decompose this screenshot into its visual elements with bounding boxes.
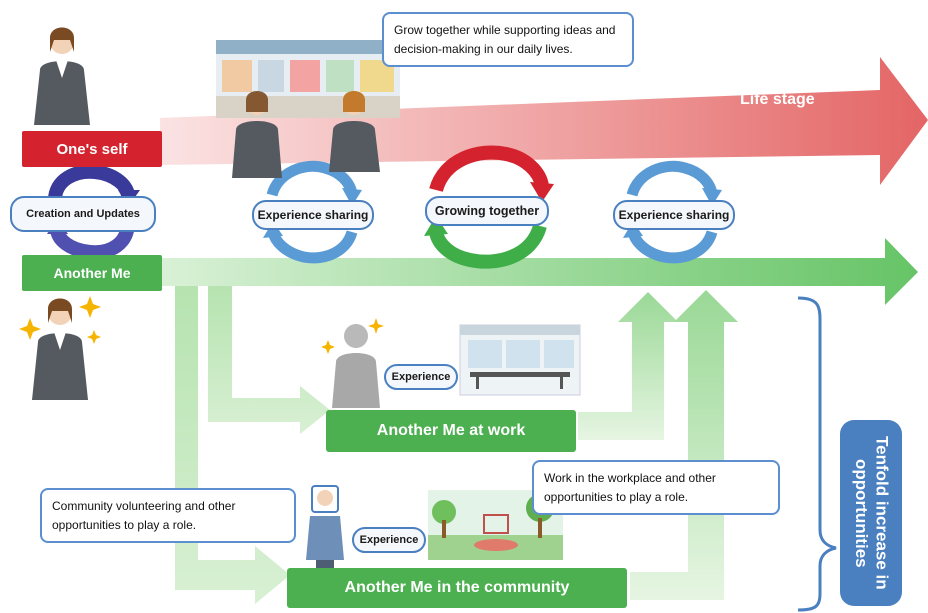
person-another-me-icon: [19, 296, 101, 400]
person-store-right-icon: [329, 91, 380, 172]
callout-work: Work in the workplace and other opportun…: [532, 460, 780, 516]
brace: [797, 296, 837, 612]
person-self-icon: [34, 27, 90, 125]
avatar-work-icon: [321, 318, 384, 408]
another-me-work-box: Another Me at work: [326, 410, 576, 452]
exp-cycle-right-bottom: [627, 230, 718, 264]
grow-cycle-top: [429, 145, 549, 193]
grow-cycle-top-head: [530, 182, 554, 202]
creation-updates-pill: Creation and Updates: [10, 196, 156, 232]
ones-self-label: One's self: [22, 131, 162, 167]
person-store-left-icon: [232, 91, 282, 178]
exp-cycle-right-top: [626, 160, 718, 197]
life-stage-label: Life stage: [740, 91, 815, 108]
creation-cycle-top: [48, 164, 135, 201]
callout-community: Community volunteering and other opportu…: [40, 488, 296, 544]
growing-together-pill: Growing together: [425, 196, 549, 226]
grow-cycle-bottom-head: [424, 216, 448, 236]
another-me-community-box: Another Me in the community: [287, 568, 627, 608]
grow-cycle-bottom: [429, 223, 547, 269]
experience-sharing-left-pill: Experience sharing: [252, 200, 374, 230]
experience-sharing-right-pill: Experience sharing: [613, 200, 735, 230]
creation-cycle-bottom: [50, 221, 135, 260]
office-picture: [459, 324, 581, 396]
store-picture: [216, 40, 400, 118]
branch-to-community: [175, 286, 290, 604]
another-me-arrow: [160, 238, 918, 305]
return-from-work: [578, 292, 678, 440]
branch-to-work: [208, 286, 330, 434]
robot-community-icon: [306, 485, 344, 580]
exp-cycle-right-top-head: [702, 188, 722, 206]
return-from-community: [630, 290, 738, 600]
experience-work-pill: Experience: [384, 364, 458, 390]
exp-cycle-left-top: [266, 160, 358, 197]
experience-community-pill: Experience: [352, 527, 426, 553]
tenfold-box: Tenfold increase in opportunities: [840, 420, 902, 606]
exp-cycle-left-top-head: [342, 188, 362, 206]
exp-cycle-left-bottom: [267, 230, 358, 264]
callout-top: Grow together while supporting ideas and…: [382, 12, 634, 68]
another-me-label: Another Me: [22, 255, 162, 291]
